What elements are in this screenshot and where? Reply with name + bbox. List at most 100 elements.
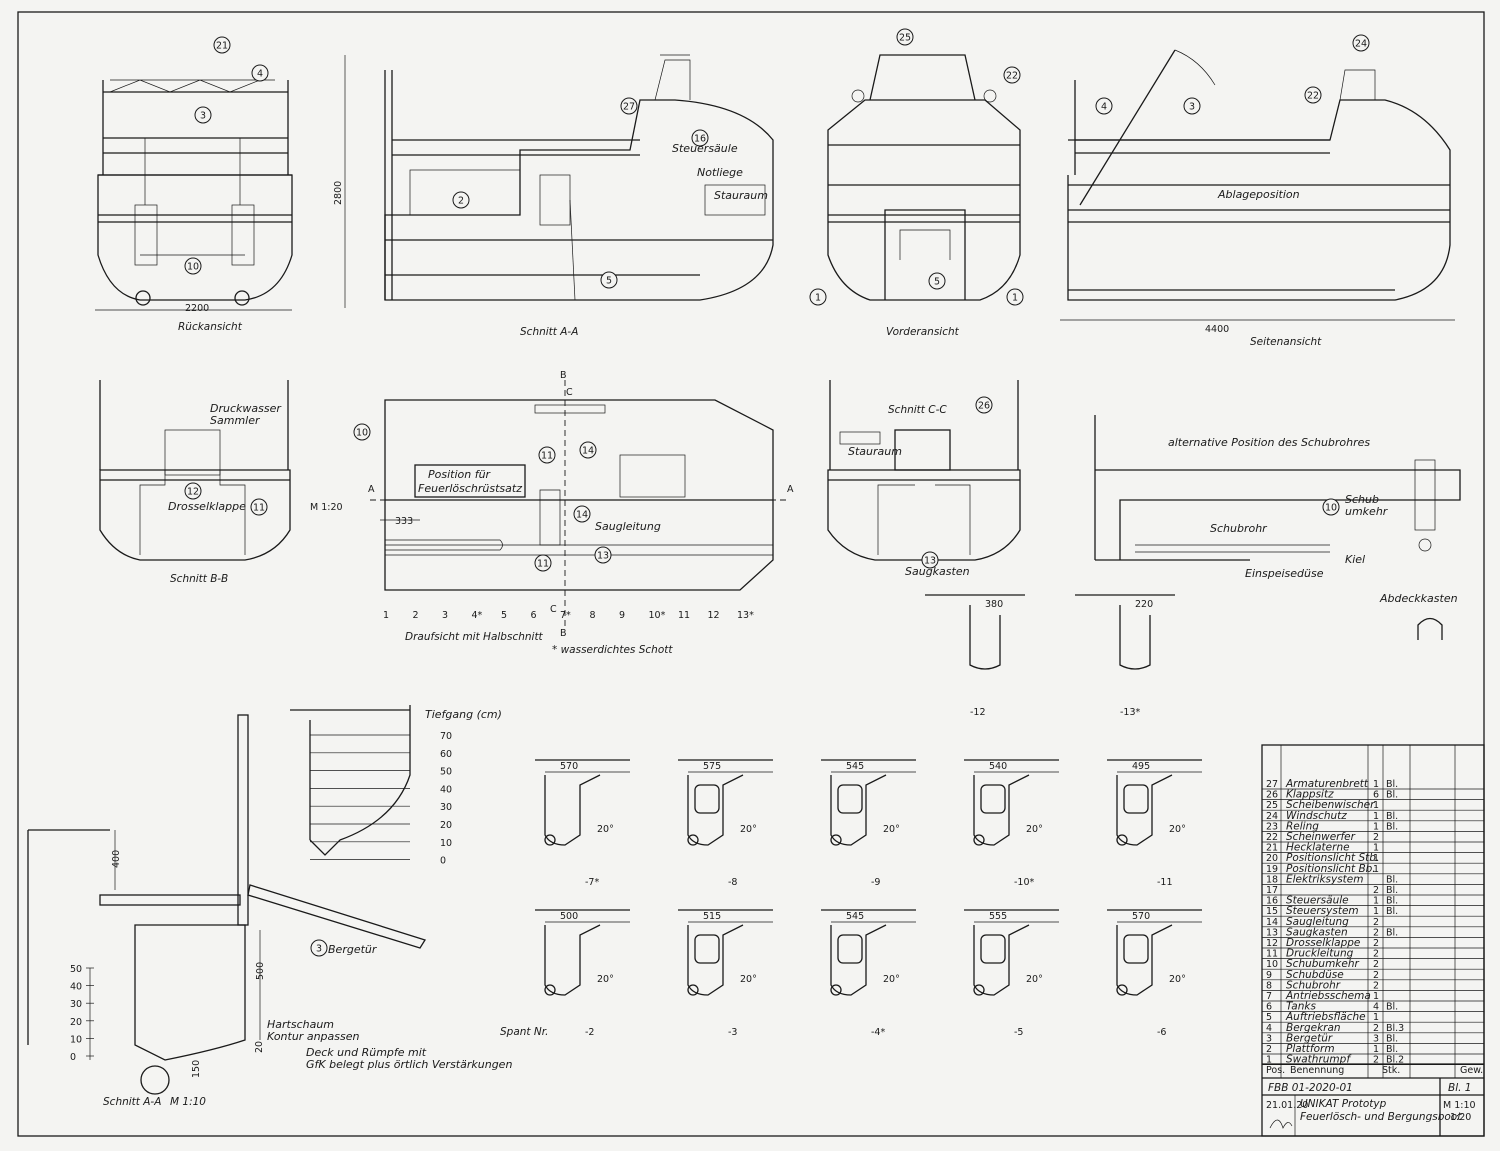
item-bubble: 5 [928,272,946,290]
item-bubble-circle [1352,34,1370,52]
parts-ref: Bl. [1386,874,1398,885]
scale-tick-label: 0 [70,1052,76,1063]
item-bubble-number: 24 [1355,39,1367,50]
parts-pos: 3 [1266,1033,1272,1044]
item-bubble-circle [184,257,202,275]
dim-333: 333 [395,516,413,527]
spant-keel [830,834,842,846]
spant-number: -7* [585,877,599,888]
label-feuerloesch: Feuerlöschrüstsatz [418,482,522,495]
spant-outline [830,924,887,996]
item-bubble-number: 26 [978,401,990,412]
view-seitenansicht: 4400 Ablageposition Seitenansicht [1060,49,1455,348]
item-bubble-circle [538,446,556,464]
item-bubble-circle [184,482,202,500]
spant-section: 220-13* [1075,594,1175,718]
item-bubble-circle [691,129,709,147]
spant-outline [1119,605,1151,670]
spant-width: 220 [1135,599,1153,610]
parts-stk: 1 [1373,906,1379,917]
frame-number: 13* [737,610,754,621]
parts-ref: Bl. [1386,790,1398,801]
item-bubble: 3 [310,939,328,957]
item-bubble-circle [213,36,231,54]
parts-ref: Bl. [1386,1033,1398,1044]
title-draufsicht: Draufsicht mit Halbschnitt [405,631,544,643]
item-bubble-number: 22 [1006,71,1018,82]
spant-angle: 20° [597,974,614,985]
item-bubble: 10 [1322,498,1340,516]
parts-pos: 26 [1266,790,1278,801]
item-bubble: 11 [250,498,268,516]
parts-name: Windschutz [1286,810,1347,822]
parts-pos: 1 [1266,1055,1272,1066]
parts-pos: 20 [1266,853,1278,864]
item-bubble: 24 [1352,34,1370,52]
parts-stk: 1 [1373,864,1379,875]
item-bubble-circle [251,64,269,82]
spant-width: 545 [846,911,864,922]
parts-name: Steuersystem [1286,905,1359,917]
parts-pos: 11 [1266,949,1278,960]
section-mark-a-right: A [787,484,794,495]
parts-pos: 14 [1266,917,1278,928]
spant-outline [969,605,1001,670]
spant-tank [980,784,1006,814]
parts-ref: Bl. [1386,885,1398,896]
header-stk: Stk. [1382,1065,1400,1076]
spant-outline [830,774,887,846]
parts-stk: 2 [1373,927,1379,938]
parts-name: Plattform [1286,1043,1335,1055]
parts-pos: 10 [1266,959,1278,970]
item-bubble: 12 [184,482,202,500]
spant-width: 515 [703,911,721,922]
parts-pos: 13 [1266,927,1278,938]
title-schnitt-aa: Schnitt A-A [520,326,578,338]
parts-pos: 2 [1266,1044,1272,1055]
label-position-fuer: Position für [428,468,492,481]
spant-angle: 20° [883,974,900,985]
parts-name: Druckleitung [1286,948,1354,960]
title-schnitt-bb: Schnitt B-B [170,573,228,585]
spant-number: -2 [585,1027,594,1038]
item-bubble: 22 [1003,66,1021,84]
spant-tank [1123,934,1149,964]
parts-ref: Bl. [1386,811,1398,822]
parts-pos: 25 [1266,800,1278,811]
parts-name: Tanks [1286,1001,1316,1013]
parts-stk: 1 [1373,800,1379,811]
label-kontur-anpassen: Kontur anpassen [267,1030,359,1043]
dim-500: 500 [255,962,266,980]
view-vorderansicht: Vorderansicht [827,54,1021,338]
spant-width: 575 [703,761,721,772]
item-bubble: 21 [213,36,231,54]
spant-keel [687,834,699,846]
parts-stk: 2 [1373,959,1379,970]
header-benennung: Benennung [1290,1065,1344,1076]
parts-pos: 24 [1266,811,1278,822]
spant-number: -6 [1157,1027,1166,1038]
note-wasserdicht: * wasserdichtes Schott [552,644,673,656]
frame-number: 2 [413,610,419,621]
parts-name: Saugleitung [1286,916,1349,928]
parts-pos: 8 [1266,980,1272,991]
sheet-border [17,11,1485,1137]
item-bubble-circle [928,272,946,290]
parts-name: Drosselklappe [1286,937,1360,949]
item-bubble-circle [975,396,993,414]
scale-tick-label: 50 [70,964,82,975]
dim-seiten-length: 4400 [1205,324,1229,335]
frame-number: 9 [619,610,625,621]
parts-stk: 1 [1373,1044,1379,1055]
item-bubble: 10 [353,423,371,441]
spant-prefix: Spant Nr. [500,1026,548,1038]
parts-name: Bergetür [1286,1032,1333,1044]
parts-stk: 2 [1373,980,1379,991]
